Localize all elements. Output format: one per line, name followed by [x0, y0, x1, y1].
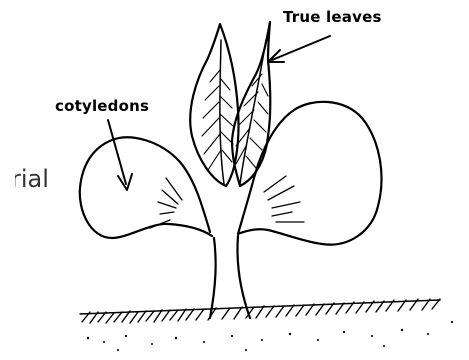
left-true-leaf-vein	[204, 134, 220, 154]
right-cotyledon	[238, 102, 381, 245]
right-true-leaf-vein	[258, 102, 268, 114]
right-true-leaf-vein	[254, 120, 266, 132]
right-cotyledon-vein	[272, 212, 292, 216]
right-true-leaf-vein	[262, 84, 268, 96]
stem-left-edge	[210, 238, 216, 318]
right-true-leaf-vein	[250, 138, 262, 150]
clipped-text-fragment: rial	[15, 165, 49, 193]
cotyledons-arrow-line	[108, 120, 126, 184]
right-cotyledon-vein	[268, 186, 294, 200]
left-cotyledon-vein	[160, 212, 174, 214]
left-cotyledon-vein	[166, 178, 182, 200]
left-true-leaf-vein	[220, 114, 233, 126]
stem-right-edge	[238, 236, 251, 318]
right-true-leaf-vein	[246, 156, 256, 168]
left-true-leaf-vein	[220, 78, 230, 90]
true-leaves-arrow-line	[272, 36, 330, 60]
left-true-leaf-vein	[208, 150, 221, 170]
left-true-leaf-midrib	[220, 40, 224, 184]
true-leaves-label: True leaves	[283, 8, 382, 26]
left-true-leaf-vein	[220, 96, 232, 108]
clipped-text: rial	[15, 165, 49, 193]
soil-dots	[87, 321, 453, 351]
left-true-leaf-vein	[205, 86, 219, 100]
left-true-leaf-vein	[222, 150, 232, 162]
left-cotyledon	[80, 137, 212, 238]
left-cotyledon-vein	[158, 202, 176, 208]
left-true-leaf-vein	[202, 118, 219, 136]
right-cotyledon-vein	[264, 176, 286, 192]
right-cotyledon-vein	[272, 202, 300, 208]
left-true-leaf-vein	[210, 70, 220, 82]
left-true-leaf-vein	[203, 102, 219, 118]
cotyledons-label: cotyledons	[55, 97, 149, 115]
